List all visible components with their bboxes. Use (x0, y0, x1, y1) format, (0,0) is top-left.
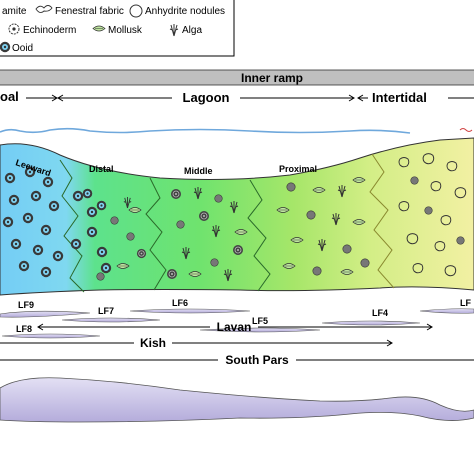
lf6-label: LF6 (172, 298, 188, 308)
kish-arrow-right (386, 339, 393, 347)
lf9-label: LF9 (18, 300, 34, 310)
boundary-middle-proximal (247, 179, 271, 292)
fenestral-icon (35, 5, 53, 14)
lf9-lens (0, 310, 91, 318)
lavan-arrow-right (426, 323, 433, 331)
lf-partial-label: LF (460, 298, 471, 308)
lagoon-arrow-right-head (348, 94, 355, 102)
boundary-proximal-intertidal (369, 153, 395, 289)
ramp-profile: Leeward Distal Middle Proximal (0, 137, 474, 296)
shoal-label: oal (0, 89, 19, 104)
ooid-icon (0, 41, 11, 53)
echinoderm-icon (8, 23, 20, 35)
zone-middle-label: Middle (184, 166, 213, 176)
zone-proximal-label: Proximal (279, 164, 317, 174)
lf7-lens (61, 317, 161, 323)
lf8-label: LF8 (16, 324, 32, 334)
lf7-label: LF7 (98, 306, 114, 316)
anhydrite-nodule-icon (129, 4, 143, 18)
kish-label: Kish (140, 336, 166, 350)
shore-marker-icon (459, 128, 473, 132)
legend-alga-label: Alga (182, 25, 202, 36)
lavan-label: Lavan (217, 320, 252, 334)
lf-partial-lens (419, 308, 474, 314)
inner-ramp-banner: Inner ramp (0, 69, 474, 86)
lf4-lens (321, 320, 421, 326)
lavan-arrow-left (37, 323, 44, 331)
lf6-lens (129, 308, 251, 314)
legend-ooid-label: Ooid (12, 43, 33, 54)
lf8-lens (1, 333, 101, 339)
field-ranges: Lavan Kish South Pars (0, 320, 474, 367)
legend-fenestral-label: Fenestral fabric (55, 6, 124, 17)
reservoir-body (0, 377, 474, 423)
zone-distal-label: Distal (89, 164, 114, 174)
legend: amite Fenestral fabric Anhydrite nodules… (0, 0, 235, 57)
legend-frame (0, 0, 235, 57)
banner-title: Inner ramp (241, 71, 303, 85)
legend-anhydrite-label: Anhydrite nodules (145, 6, 225, 17)
legend-echinoderm-label: Echinoderm (23, 25, 76, 36)
legend-dolomite-label: amite (2, 6, 27, 17)
environment-header: oal Lagoon Intertidal (0, 89, 474, 105)
intertidal-label: Intertidal (372, 90, 427, 105)
banner-bar (0, 69, 474, 86)
lithofacies: LF9 LF8 LF7 LF6 LF5 LF4 LF (0, 298, 474, 339)
lf5-label: LF5 (252, 316, 268, 326)
boundary-shoal-distal (59, 159, 85, 293)
boundary-distal-middle (145, 177, 167, 291)
lf5-lens (199, 327, 321, 333)
ramp-body (0, 137, 474, 296)
shoal-arrow-head (51, 94, 58, 102)
lf4-label: LF4 (372, 308, 388, 318)
south-pars-label: South Pars (225, 353, 289, 367)
legend-mollusk-label: Mollusk (108, 25, 143, 36)
lagoon-label: Lagoon (183, 90, 230, 105)
sea-level-line (0, 127, 411, 134)
